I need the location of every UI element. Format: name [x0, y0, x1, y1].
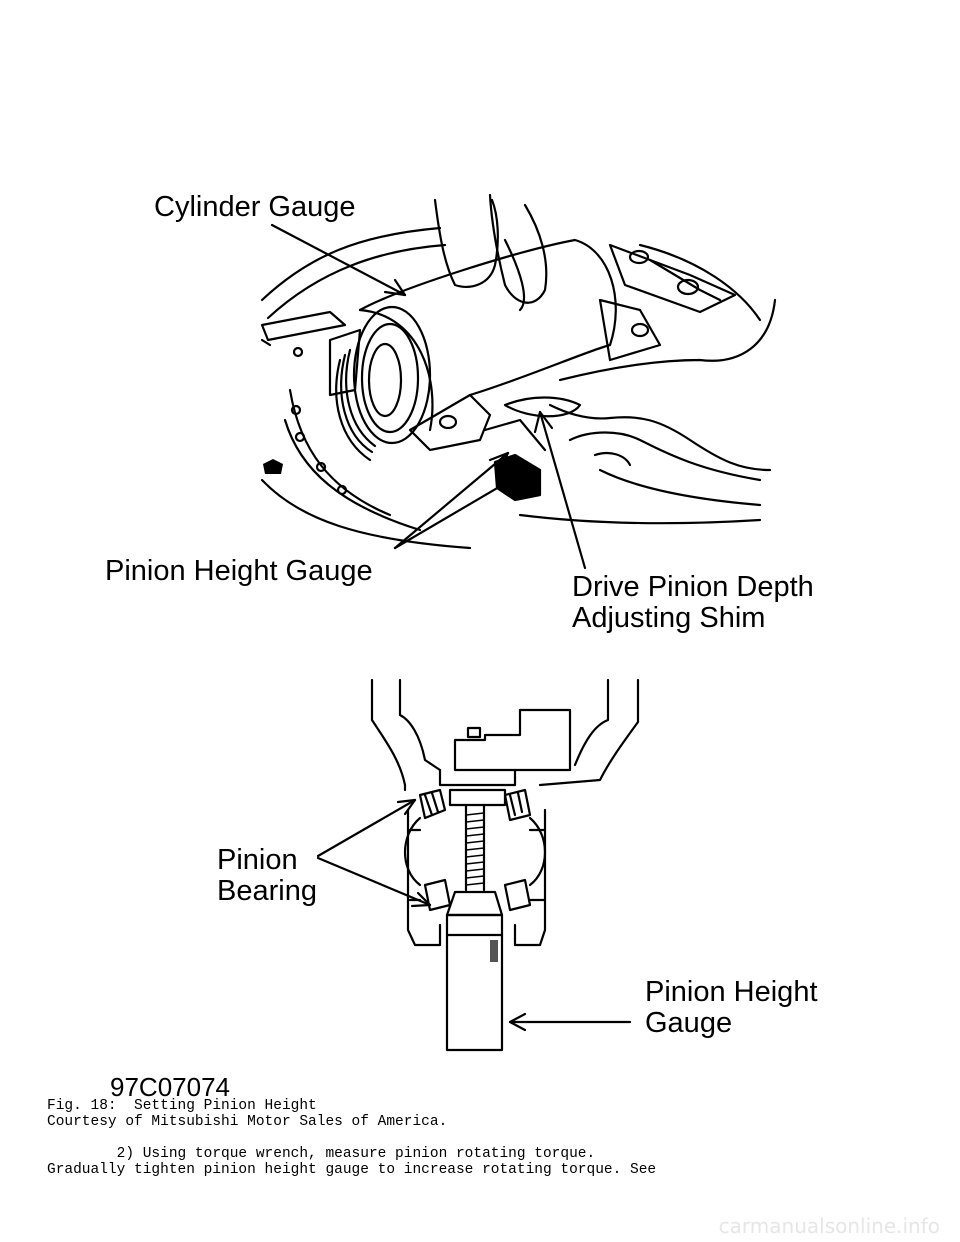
label-pinion-height-gauge-top: Pinion Height Gauge	[105, 555, 373, 587]
figure-code: 97C07074	[110, 1072, 230, 1102]
body-text-line-1: 2) Using torque wrench, measure pinion r…	[47, 1146, 596, 1162]
figure-caption-credit: Courtesy of Mitsubishi Motor Sales of Am…	[47, 1114, 448, 1130]
body-text-line-2: Gradually tighten pinion height gauge to…	[47, 1162, 657, 1178]
label-drive-pinion-depth-shim: Drive Pinion Depth Adjusting Shim	[572, 571, 814, 634]
watermark: carmanualsonline.info	[718, 1214, 940, 1238]
figure-caption-title: Fig. 18: Setting Pinion Height	[47, 1098, 317, 1114]
label-pinion-height-gauge-bottom: Pinion Height Gauge	[645, 976, 818, 1039]
label-pinion-bearing: Pinion Bearing	[217, 844, 317, 907]
figure-setting-pinion-height: Cylinder Gauge Pinion Height Gauge Drive…	[105, 191, 818, 1103]
pinion-height-illustration	[260, 193, 777, 1052]
label-cylinder-gauge: Cylinder Gauge	[154, 191, 356, 223]
